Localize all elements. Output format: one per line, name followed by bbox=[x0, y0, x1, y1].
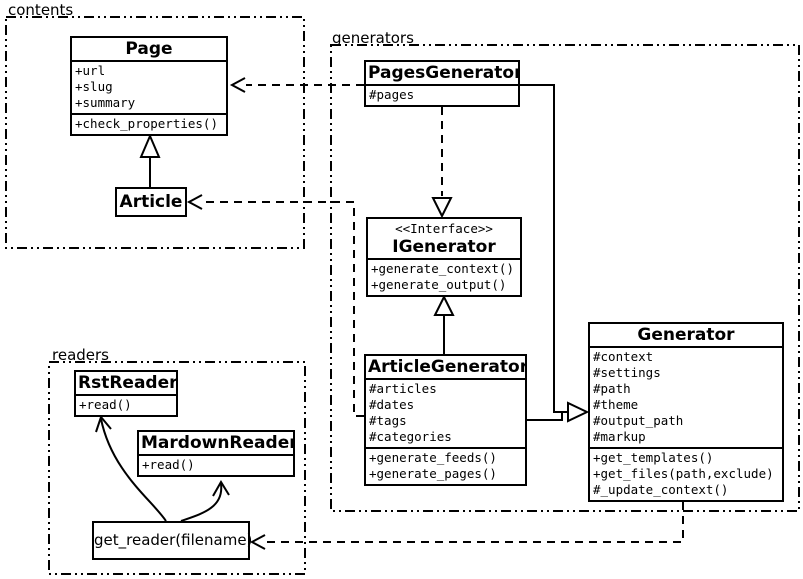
package-label-contents: contents bbox=[8, 1, 74, 19]
method-row: +generate_feeds() bbox=[369, 450, 497, 465]
open-arrowhead bbox=[212, 480, 230, 497]
class-box-page: Page +url +slug +summary +check_properti… bbox=[70, 36, 228, 136]
methods-compartment: +generate_feeds() +generate_pages() bbox=[366, 447, 525, 484]
methods-compartment: +check_properties() bbox=[72, 113, 226, 134]
attribute-row: +url bbox=[75, 63, 106, 78]
class-box-igenerator: <<Interface>> IGenerator +generate_conte… bbox=[366, 217, 522, 297]
class-header-igenerator: <<Interface>> IGenerator bbox=[368, 219, 520, 260]
class-name-generator: Generator bbox=[590, 324, 782, 348]
method-row: +get_templates() bbox=[593, 450, 714, 465]
methods-compartment: +read() bbox=[139, 456, 293, 475]
class-name-page: Page bbox=[72, 38, 226, 62]
class-box-rstreader: RstReader +read() bbox=[74, 370, 178, 417]
method-row: +generate_pages() bbox=[369, 466, 497, 481]
attribute-row: #articles bbox=[369, 381, 437, 396]
attribute-row: +slug bbox=[75, 79, 113, 94]
class-box-generator: Generator #context #settings #path #them… bbox=[588, 322, 784, 502]
generalization-articlegenerator-to-igenerator bbox=[433, 294, 455, 354]
method-row: +check_properties() bbox=[75, 116, 218, 131]
method-row: #_update_context() bbox=[593, 482, 729, 497]
package-frame-generators bbox=[330, 44, 800, 512]
method-row: +read() bbox=[79, 397, 132, 412]
method-row: +generate_output() bbox=[371, 277, 507, 292]
attribute-row: #categories bbox=[369, 429, 452, 444]
attribute-row: #path bbox=[593, 381, 631, 396]
open-arrowhead bbox=[95, 414, 112, 433]
generalization-articlegenerator-to-generator bbox=[527, 411, 567, 421]
generalization-article-to-page bbox=[139, 133, 161, 187]
class-box-mardownreader: MardownReader +read() bbox=[137, 430, 295, 477]
attribute-row: #theme bbox=[593, 397, 639, 412]
hollow-triangle-generator bbox=[567, 401, 590, 423]
attributes-compartment: +url +slug +summary bbox=[72, 62, 226, 113]
method-row: +get_files(path,exclude) bbox=[593, 466, 774, 481]
method-row: +read() bbox=[142, 457, 195, 472]
attribute-row: #markup bbox=[593, 429, 646, 444]
attribute-row: #context bbox=[593, 349, 654, 364]
arrow-getreader-to-rstreader bbox=[95, 414, 167, 522]
package-frame-contents bbox=[5, 16, 305, 249]
arrow-getreader-to-mardownreader bbox=[180, 480, 230, 522]
methods-compartment: +read() bbox=[76, 396, 176, 415]
class-name-articlegenerator: ArticleGenerator bbox=[366, 356, 525, 380]
attributes-compartment: #pages bbox=[366, 86, 518, 105]
class-name-igenerator: IGenerator bbox=[392, 237, 496, 257]
attribute-row: #settings bbox=[593, 365, 661, 380]
attribute-row: #output_path bbox=[593, 413, 684, 428]
dependency-generator-to-getreader bbox=[249, 502, 684, 550]
class-name-rstreader: RstReader bbox=[76, 372, 176, 396]
realization-pagesgenerator-to-igenerator bbox=[431, 107, 453, 219]
class-name-article: Article bbox=[119, 192, 183, 212]
class-box-pagesgenerator: PagesGenerator #pages bbox=[364, 60, 520, 107]
attribute-row: +summary bbox=[75, 95, 136, 110]
method-row: +generate_context() bbox=[371, 261, 514, 276]
class-box-articlegenerator: ArticleGenerator #articles #dates #tags … bbox=[364, 354, 527, 486]
class-box-article: Article bbox=[115, 187, 187, 217]
class-name-pagesgenerator: PagesGenerator bbox=[366, 62, 518, 86]
open-arrowhead bbox=[249, 534, 266, 550]
dependency-pagesgenerator-to-page bbox=[229, 77, 364, 93]
class-name-mardownreader: MardownReader bbox=[139, 432, 293, 456]
attributes-compartment: #articles #dates #tags #categories bbox=[366, 380, 525, 447]
dependency-articlegenerator-to-article bbox=[186, 194, 364, 417]
open-arrowhead bbox=[186, 194, 203, 210]
function-box-get-reader: get_reader(filename) bbox=[92, 521, 252, 560]
package-label-generators: generators bbox=[332, 29, 414, 47]
attribute-row: #tags bbox=[369, 413, 407, 428]
attributes-compartment: #context #settings #path #theme #output_… bbox=[590, 348, 782, 447]
stereotype-label: <<Interface>> bbox=[395, 221, 493, 236]
methods-compartment: +generate_context() +generate_output() bbox=[368, 260, 520, 295]
generalization-pagesgenerator-to-generator bbox=[520, 84, 567, 413]
attribute-row: #pages bbox=[369, 87, 415, 102]
methods-compartment: +get_templates() +get_files(path,exclude… bbox=[590, 447, 782, 500]
attribute-row: #dates bbox=[369, 397, 415, 412]
package-label-readers: readers bbox=[52, 346, 109, 364]
open-arrowhead bbox=[229, 77, 246, 93]
